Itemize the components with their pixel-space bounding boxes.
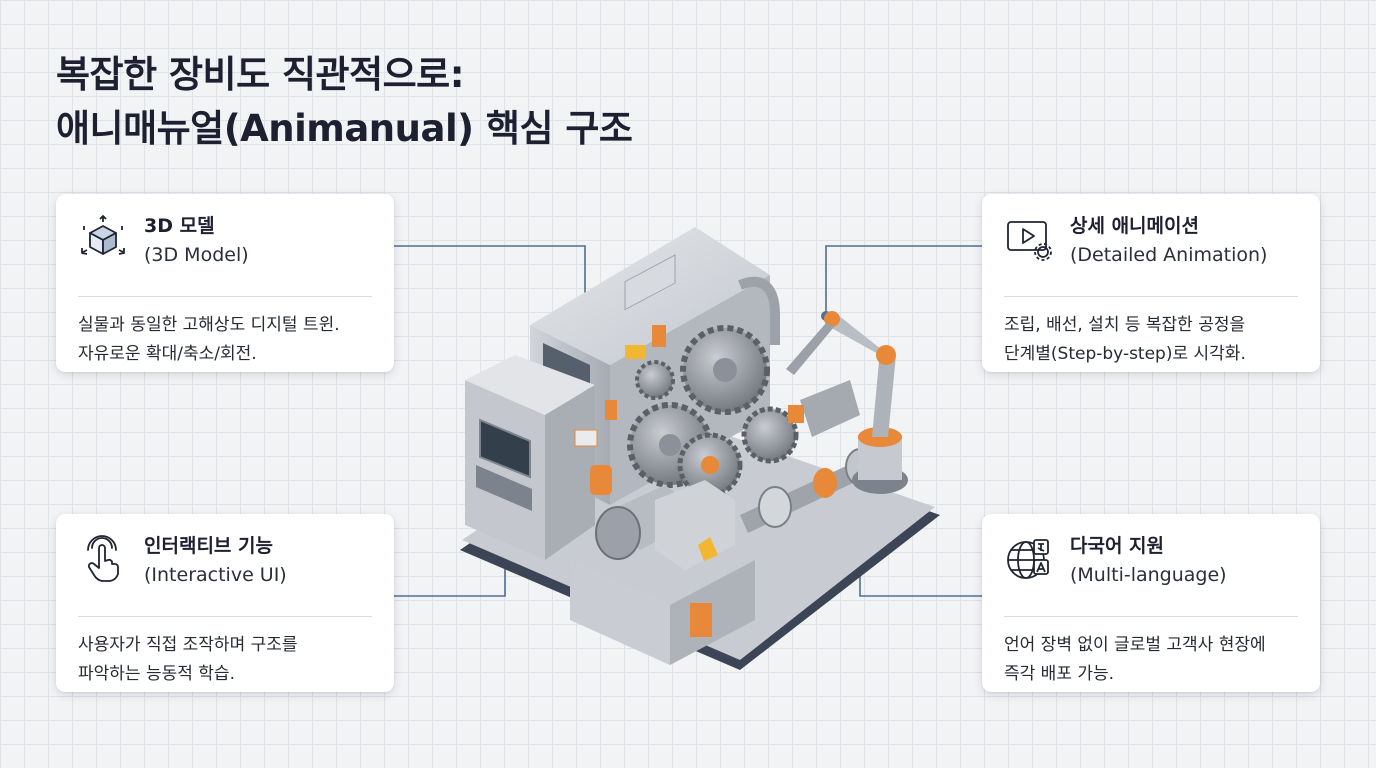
motor-end [595,506,641,560]
page-title-line1: 복잡한 장비도 직관적으로: [56,53,465,96]
vise-body [800,380,860,437]
card-description-line1: 사용자가 직접 조작하며 구조를 [78,635,298,655]
machine-illustration [460,227,940,670]
card-description-line2: 자유로운 확대/축소/회전. [78,344,257,364]
control-screen [479,418,531,479]
card-interactive-ui: 인터랙티브 기능 (Interactive UI) 사용자가 직접 조작하며 구… [56,514,394,692]
page-title: 복잡한 장비도 직관적으로: 애니매뉴얼(Animanual) 핵심 구조 [56,48,633,156]
robot-lower-arm [872,351,896,437]
sticker-1 [625,345,645,359]
gear-top-small [635,360,675,400]
card-title-en: (3D Model) [144,244,249,266]
card-description-line1: 실물과 동일한 고해상도 디지털 트윈. [78,315,340,335]
card-description: 조립, 배선, 설치 등 복잡한 공정을 단계별(Step-by-step)로 … [1004,311,1298,369]
card-description-line2: 단계별(Step-by-step)로 시각화. [1004,344,1246,364]
robot-joint-2 [824,311,840,327]
control-cabinet-top [465,355,595,415]
orange-knob-left [590,465,612,495]
robot-joint [876,345,896,365]
card-multi-language: 다국어 지원 (Multi-language) 언어 장벽 없이 글로벌 고객사… [982,514,1320,692]
vise-orange [788,405,804,423]
card-description: 언어 장벽 없이 글로벌 고객사 현장에 즉각 배포 가능. [1004,631,1298,689]
card-title-ko: 인터랙티브 기능 [144,535,273,557]
card-description-line2: 즉각 배포 가능. [1004,664,1115,684]
orange-panel-lower [690,603,712,637]
page-title-line2: 애니매뉴얼(Animanual) 핵심 구조 [56,107,633,150]
card-description-line1: 언어 장벽 없이 글로벌 고객사 현장에 [1004,635,1266,655]
gear-right [741,406,799,464]
touch-hand-icon [78,534,128,584]
card-description: 사용자가 직접 조작하며 구조를 파악하는 능동적 학습. [78,631,372,689]
control-keypad [476,465,532,511]
sticker-2 [574,429,598,447]
pipe [738,276,780,345]
video-gear-icon [1004,214,1054,264]
lower-box-front [570,560,670,665]
card-title-ko: 다국어 지원 [1070,535,1165,557]
card-title-ko: 상세 애니메이션 [1070,215,1199,237]
card-title-en: (Interactive UI) [144,564,287,586]
card-description-line1: 조립, 배선, 설치 등 복잡한 공정을 [1004,315,1246,335]
vent-box [624,254,676,311]
globe-translate-icon [1004,534,1054,584]
robot-gripper [786,323,834,375]
card-divider [1004,616,1298,617]
card-detailed-animation: 상세 애니메이션 (Detailed Animation) 조립, 배선, 설치… [982,194,1320,372]
orange-tab-2 [605,400,617,420]
coupling-1 [758,486,792,528]
card-3d-model: 3D 모델 (3D Model) 실물과 동일한 고해상도 디지털 트윈. 자유… [56,194,394,372]
motor-cover [655,480,735,570]
card-title-ko: 3D 모델 [144,215,215,237]
warning-label [698,537,718,561]
3d-cube-icon [78,214,128,264]
orange-tab-1 [652,325,666,347]
coupling-orange [813,468,837,498]
card-divider [78,616,372,617]
card-title-en: (Multi-language) [1070,564,1227,586]
card-title-en: (Detailed Animation) [1070,244,1268,266]
card-divider [78,296,372,297]
card-divider [1004,296,1298,297]
card-description-line2: 파악하는 능동적 학습. [78,664,235,684]
control-cabinet-side [545,385,595,560]
card-description: 실물과 동일한 고해상도 디지털 트윈. 자유로운 확대/축소/회전. [78,311,372,369]
lower-box-side [670,560,755,665]
